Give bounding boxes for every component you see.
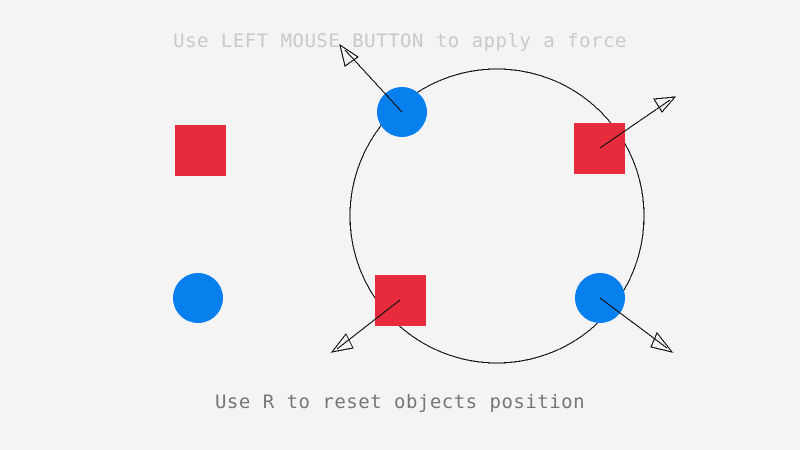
red-square-static-left[interactable] [175,125,226,176]
force-vector-downleft-arrowhead [330,332,354,353]
red-square-force-upright[interactable] [574,123,625,174]
circular-boundary [349,68,645,364]
hint-reset-objects: Use R to reset objects position [214,391,586,413]
force-vector-upleft-arrowhead [339,43,359,67]
force-vector-upright [599,96,677,149]
force-vector-downright-shaft [599,297,668,349]
force-vector-upright-shaft [599,99,671,149]
force-vector-downright [599,297,674,353]
red-square-force-downleft[interactable] [375,275,426,326]
force-vector-upleft [339,43,403,113]
force-vector-downleft-shaft [336,299,401,350]
force-vector-upleft-shaft [344,49,403,113]
force-vector-downright-arrowhead [650,331,674,353]
force-vector-upright-arrowhead [653,96,677,113]
hint-apply-force: Use LEFT MOUSE BUTTON to apply a force [173,30,627,52]
blue-circle-static-left[interactable] [173,273,223,323]
force-vector-downleft [330,299,401,353]
